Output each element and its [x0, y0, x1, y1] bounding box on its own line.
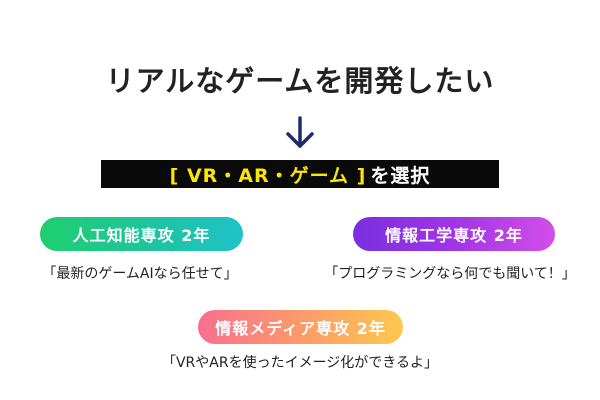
selection-brackets: [ VR・AR・ゲーム ]	[169, 164, 367, 187]
course-quote-info-media: 「VRやARを使ったイメージ化ができるよ」	[161, 355, 439, 371]
course-badge-ai: 人工知能専攻 2年	[40, 217, 243, 251]
course-badge-info-engineering: 情報工学専攻 2年	[353, 217, 555, 251]
course-badge-label: 情報メディア専攻 2年	[215, 319, 386, 338]
course-quote-ai: 「最新のゲームAIなら任せて」	[42, 266, 238, 282]
course-badge-label: 人工知能専攻 2年	[72, 226, 211, 245]
course-badge-info-media: 情報メディア専攻 2年	[198, 310, 403, 344]
course-quote-info-engineering: 「プログラミングなら何でも聞いて！」	[324, 266, 576, 282]
selection-banner: [ VR・AR・ゲーム ] を選択	[101, 160, 499, 188]
selection-suffix: を選択	[370, 164, 431, 187]
course-badge-label: 情報工学専攻 2年	[385, 226, 523, 245]
headline: リアルなゲームを開発したい	[105, 64, 495, 98]
arrow-down-icon	[286, 116, 314, 148]
